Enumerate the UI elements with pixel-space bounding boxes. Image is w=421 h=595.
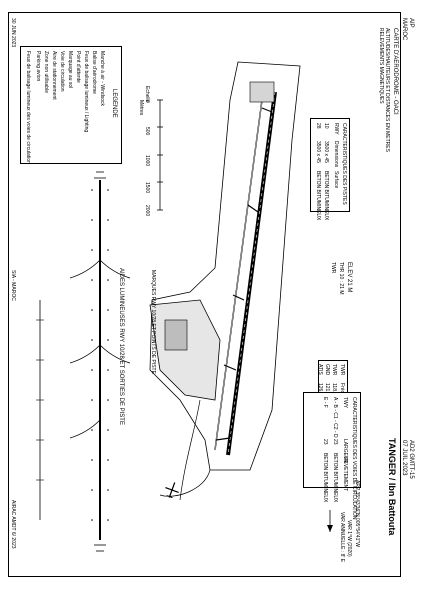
scale-bar <box>157 99 163 211</box>
page-border <box>8 12 401 577</box>
taxiway-table-r1-c0: E - F <box>322 397 328 408</box>
access-road <box>179 399 201 501</box>
connector-taxiways <box>215 107 273 441</box>
profile-ticks <box>36 319 44 481</box>
runway-table: CARACTERISTIQUES DES PISTES RWY Dimensio… <box>310 118 350 220</box>
legend-item-6: Aire de stationnement <box>51 51 57 100</box>
runway-table-r0-c1: 3500 x 45 <box>323 141 329 163</box>
freq-r1-c0: GND <box>324 364 330 376</box>
legend-item-1: Balise d'aérodrome <box>91 51 97 94</box>
terminal-building <box>164 319 188 351</box>
runway-table-h0: RWY <box>333 123 339 135</box>
runway-table-h2: Surface <box>333 171 339 189</box>
thr-elevation: THR 10 : 21 M <box>338 262 344 295</box>
runway-table-title: CARACTERISTIQUES DES PISTES <box>341 123 347 205</box>
freq-r0-c0: TWR <box>331 364 337 376</box>
runway-table-r1-c2: BETON BITUMINEUX <box>315 171 321 221</box>
twr-label: TWR <box>330 262 336 274</box>
runway-table-r0-c0: 10 <box>323 123 329 129</box>
legend-item-3: Point d'attente <box>75 51 81 83</box>
legend-item-0: Manche à air - Windsock <box>99 51 105 107</box>
lighting-diagram-lights <box>91 189 109 521</box>
north-terminal <box>249 81 275 103</box>
legend-item-2: Feux de balisage lumineux / Lighting <box>83 51 89 133</box>
scale-tick-1000: 1000 <box>144 155 150 167</box>
runway-table-r0-c2: BETON BITUMINEUX <box>323 171 329 221</box>
aerodrome-boundary <box>149 61 301 471</box>
legend-box: LEGENDE Manche à air - Windsock Balise d… <box>20 46 122 164</box>
taxiway-table-r1-c2: BETON BITUMINEUX <box>322 453 328 503</box>
legend-note: Feux de balisage lumineux des voies de c… <box>25 51 31 164</box>
approach-lights <box>94 171 106 552</box>
scale-unit: Mètres <box>138 100 144 116</box>
access-road-2 <box>159 469 211 497</box>
lighting-diagram-note: MARQUES RWY 10/28 ET POINTS DE PISTE <box>150 270 156 374</box>
legend-title: LEGENDE <box>111 89 117 118</box>
runway-table-r1-c0: 28 <box>315 123 321 129</box>
runway-table-r1-c1: 3500 x 45 <box>315 141 321 163</box>
runway-centerline <box>227 91 276 456</box>
taxiway-table-r0-c0: A - B - C1 - C2 - D <box>332 397 338 438</box>
elevation-label: ELEV 21 M <box>346 262 352 293</box>
legend-item-7: Zone non utilisable <box>43 51 49 93</box>
legend-item-8: Parking avion <box>35 51 41 82</box>
scale-tick-0: 0 <box>144 100 150 103</box>
taxiway-table-r1-c1: 23 <box>322 439 328 445</box>
scale-tick-1500: 1500 <box>144 182 150 194</box>
scale-tick-500: 500 <box>144 127 150 136</box>
taxiway-table-r0-c1: 23 <box>332 439 338 445</box>
legend-item-5: Voie de circulation <box>59 51 65 92</box>
lighting-diagram-title: AIDES LUMINEUSES RWY 10/28 ET SORTIES DE… <box>118 268 124 425</box>
magnetic-variation: VAR 1°W (2020) <box>346 520 352 557</box>
runway-table-h1: Dimensions <box>333 141 339 168</box>
lighting-diagram-exits <box>69 259 131 439</box>
aircraft-icon <box>165 482 179 499</box>
north-arrow-icon <box>327 510 333 532</box>
taxiway-table-h2: REVETEMENT <box>342 457 348 492</box>
parallel-taxiway-inner <box>214 99 263 451</box>
taxiway-table: CARACTERISTIQUES DES VOIES DE CIRCULATIO… <box>303 392 361 519</box>
taxiway-table-h0: TWY <box>342 397 348 409</box>
arp-coordinates: ARP 35°43'36"N 005°54'41"W <box>354 480 360 547</box>
freq-r2-c0: ATIS <box>317 364 323 375</box>
legend-item-4: Marquage au sol <box>67 51 73 89</box>
scale-tick-2000: 2000 <box>144 205 150 217</box>
taxiway-table-r0-c2: BETON BITUMINEUX <box>332 453 338 503</box>
magnetic-variation-annual: VAR ANNUELLE : 8' E <box>339 512 345 563</box>
freq-h0: TWR <box>339 364 345 376</box>
